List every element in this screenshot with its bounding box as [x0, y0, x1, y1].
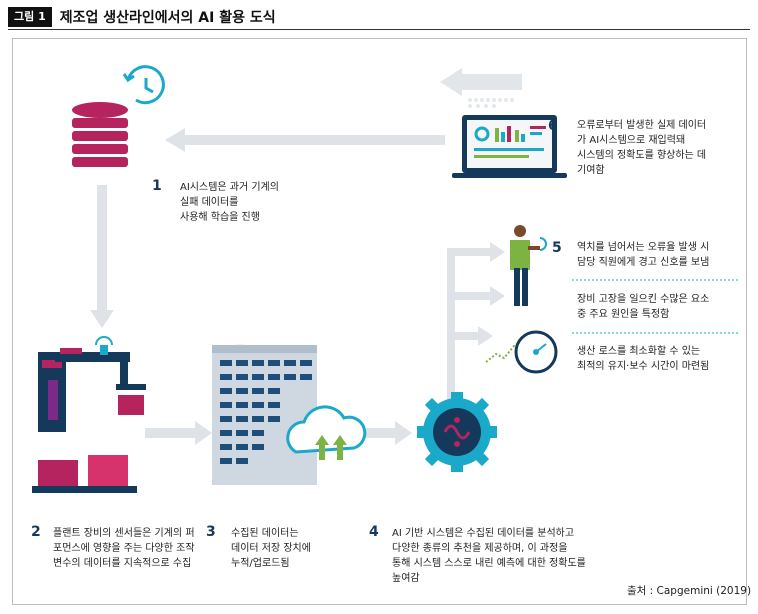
- dotted-pattern: [468, 98, 514, 108]
- branch-stem: [447, 252, 455, 412]
- step-1-number: 1: [152, 178, 162, 194]
- arrow-cloud-to-ai: [350, 421, 412, 445]
- figure-header: 그림 1 제조업 생산라인에서의 AI 활용 도식: [8, 6, 276, 28]
- trend-gauge-icon: [485, 330, 558, 374]
- step-1-text: AI시스템은 과거 기계의 실패 데이터를 사용해 학습을 진행: [180, 182, 279, 223]
- arrow-branch-1: [447, 242, 505, 262]
- source-note: 출처 : Capgemini (2019): [627, 585, 752, 597]
- step-5-number: 5: [552, 240, 562, 256]
- diagram-frame: [12, 38, 747, 605]
- ai-gear-icon: [417, 392, 497, 472]
- laptop-dashboard-icon: [452, 115, 567, 178]
- header-rule: [8, 29, 750, 30]
- cloud-upload-icon: [286, 405, 367, 460]
- server-rack-icon: [212, 344, 317, 485]
- arrow-feedback-to-database: [165, 128, 445, 152]
- figure-title: 제조업 생산라인에서의 AI 활용 도식: [59, 10, 276, 26]
- clock-icon: [122, 65, 165, 105]
- arrow-machines-to-server: [145, 421, 212, 445]
- flow-arrows: [90, 68, 522, 445]
- database-icon: [72, 102, 128, 167]
- dotted-separators: [572, 279, 740, 334]
- step-6-text: 오류로부터 발생한 실제 데이터 가 AI시스템으로 재입력돼 시스템의 정확도…: [577, 120, 707, 176]
- step-2-text: 플랜트 장비의 센서들은 기계의 퍼 포먼스에 영향을 주는 다양한 조작 변수…: [53, 528, 195, 569]
- step-5-text: 역치를 넘어서는 오류율 발생 시 담당 직원에게 경고 신호를 보냄: [577, 242, 710, 268]
- arrow-branch-2: [455, 286, 505, 306]
- robot-arm-icon: [32, 336, 146, 493]
- arrow-database-to-machines: [90, 185, 114, 328]
- worker-icon: [510, 225, 547, 306]
- step-6-number: 6: [548, 118, 558, 134]
- step-5c-text: 생산 로스를 최소화할 수 있는 최적의 유지·보수 시간이 마련됨: [577, 346, 710, 372]
- step-4-text: AI 기반 시스템은 수집된 데이터를 분석하고 다양한 종류의 추천을 제공하…: [392, 528, 586, 584]
- step-3-text: 수집된 데이터는 데이터 저장 장치에 누적/업로드됨: [231, 528, 311, 569]
- figure-tag: 그림 1: [8, 7, 52, 27]
- step-4-number: 4: [369, 524, 379, 540]
- step-2-number: 2: [31, 524, 41, 540]
- step-5b-text: 장비 고장을 일으킨 수많은 요소 중 주요 원인을 특정함: [577, 294, 710, 320]
- feedback-dotted-arrow: [440, 68, 522, 96]
- step-3-number: 3: [206, 524, 216, 540]
- arrow-branch-3: [455, 326, 493, 346]
